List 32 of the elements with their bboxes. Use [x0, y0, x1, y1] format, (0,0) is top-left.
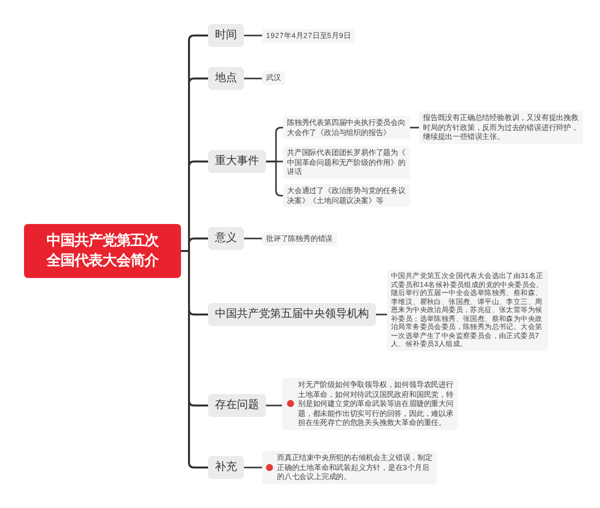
branch-box [208, 150, 266, 173]
branch-label: 时间 [215, 30, 237, 41]
root-title: 中国共产党第五次全国代表大会简介 [45, 232, 160, 271]
note-box [262, 71, 285, 85]
branch-box [208, 24, 244, 47]
branch-label: 地点 [215, 73, 237, 84]
branch-label: 存在问题 [215, 400, 259, 411]
connector-line [410, 126, 419, 128]
branch-label: 重大事件 [215, 156, 259, 167]
connector-line [181, 250, 208, 468]
root-box [24, 224, 181, 278]
connector-line [244, 238, 262, 240]
branch-box [208, 394, 266, 417]
connector-line [376, 314, 387, 316]
connector-line [244, 78, 262, 80]
connector-line [244, 34, 262, 36]
branch-label: 意义 [215, 233, 237, 244]
note-box [282, 378, 458, 430]
branch-label: 补充 [215, 462, 237, 473]
note-box [262, 29, 355, 43]
branch-box [208, 456, 244, 479]
note-box [283, 184, 410, 208]
branch-box [208, 67, 244, 90]
branch-box [208, 303, 376, 326]
branch-box [208, 227, 244, 250]
connector-line [244, 466, 262, 468]
connector-line [266, 404, 282, 406]
branch-label: 中国共产党第五届中央领导机构 [215, 309, 369, 320]
note-box [262, 451, 437, 484]
connector-line [266, 160, 283, 196]
note-box [283, 116, 410, 140]
note-box [262, 232, 337, 246]
